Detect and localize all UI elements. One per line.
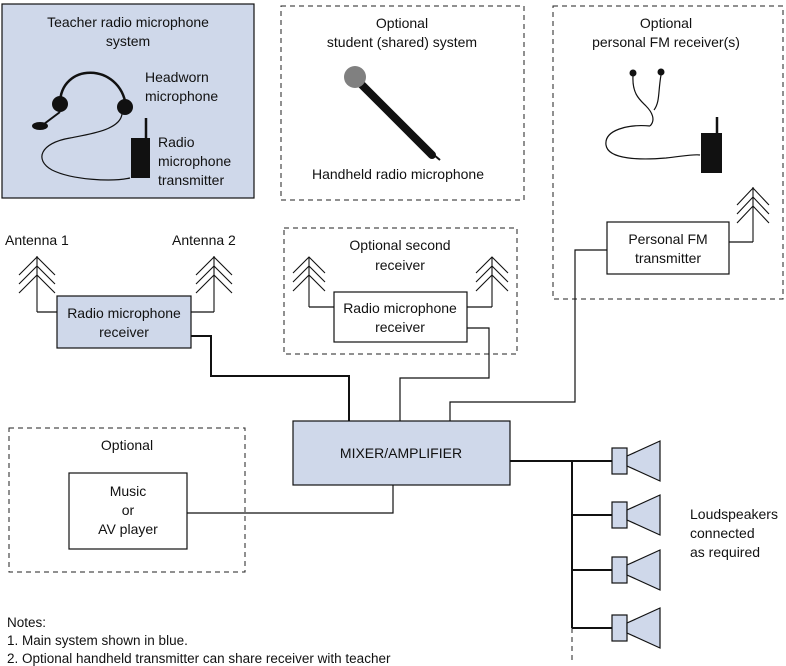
main-radio-receiver-box — [56, 295, 192, 349]
second-receiver-box-label-1: Radio microphone — [343, 300, 457, 316]
personal-fm-transmitter-box — [606, 221, 730, 275]
loudspeakers-label-3: as required — [690, 544, 760, 560]
second-receiver-title-1: Optional second — [349, 237, 450, 253]
note-2: 2. Optional handheld transmitter can sha… — [7, 651, 391, 666]
music-group-title: Optional — [101, 437, 153, 453]
main-receiver-label-2: receiver — [99, 324, 149, 340]
music-label-3: AV player — [98, 521, 158, 537]
note-1: 1. Main system shown in blue. — [7, 633, 188, 648]
music-av-player-box — [68, 472, 188, 550]
headworn-label-1: Headworn — [145, 69, 209, 85]
loudspeaker-bus — [510, 460, 612, 664]
handheld-microphone-icon — [344, 66, 441, 161]
fm-transmitter-label-1: Personal FM — [628, 231, 707, 247]
student-system-title-1: Optional — [376, 15, 428, 31]
fm-transmitter-group: Personal FM transmitter — [606, 221, 730, 275]
second-radio-receiver-box — [333, 291, 468, 343]
mixer-amplifier-label: MIXER/AMPLIFIER — [340, 445, 462, 461]
antenna-2-icon — [191, 256, 233, 313]
second-receiver-group: Optional second receiver Radio microphon… — [283, 227, 518, 355]
second-receiver-box-label-2: receiver — [375, 319, 425, 335]
notes-heading: Notes: — [7, 615, 46, 630]
transmitter-label-1: Radio — [158, 134, 195, 150]
second-antenna-left-icon — [292, 256, 334, 308]
student-system-group: Optional student (shared) system Handhel… — [280, 5, 525, 201]
personal-fm-group: Optional personal FM receiver(s) — [552, 5, 784, 300]
handheld-microphone-caption: Handheld radio microphone — [312, 166, 484, 182]
mixer-amplifier: MIXER/AMPLIFIER — [292, 420, 511, 486]
headworn-label-2: microphone — [145, 88, 218, 104]
headworn-microphone-icon — [32, 71, 133, 181]
loudspeakers-label-1: Loudspeakers — [690, 506, 778, 522]
teacher-system-title-2: system — [106, 33, 150, 49]
teacher-system-title-1: Teacher radio microphone — [47, 14, 209, 30]
loudspeaker-3-icon — [611, 549, 661, 591]
student-system-title-2: student (shared) system — [327, 34, 477, 50]
radio-transmitter-icon — [131, 118, 150, 178]
music-player-group: Optional Music or AV player — [8, 427, 246, 573]
antenna-1-label: Antenna 1 — [5, 232, 69, 248]
antenna-1-icon — [18, 256, 57, 313]
transmitter-label-2: microphone — [158, 153, 231, 169]
fm-transmitter-antenna-icon — [729, 187, 770, 243]
music-label-1: Music — [110, 483, 147, 499]
second-receiver-title-2: receiver — [375, 257, 425, 273]
main-receiver-group: Antenna 1 Antenna 2 Radio microphone rec… — [5, 232, 236, 349]
teacher-system-panel: Teacher radio microphone system Headworn… — [1, 3, 255, 199]
loudspeaker-4-icon — [611, 607, 661, 649]
fm-transmitter-label-2: transmitter — [635, 250, 701, 266]
antenna-2-label: Antenna 2 — [172, 232, 236, 248]
transmitter-label-3: transmitter — [158, 172, 224, 188]
loudspeaker-2-icon — [611, 494, 661, 536]
personal-fm-title-2: personal FM receiver(s) — [592, 34, 740, 50]
connection-wires — [187, 249, 607, 514]
notes: Notes: 1. Main system shown in blue. 2. … — [7, 615, 391, 666]
main-receiver-label-1: Radio microphone — [67, 305, 181, 321]
fm-earphones-icon — [605, 68, 701, 160]
loudspeaker-1-icon — [611, 440, 661, 482]
second-antenna-right-icon — [467, 256, 509, 308]
music-label-2: or — [122, 502, 135, 518]
fm-receiver-icon — [701, 117, 722, 173]
personal-fm-title-1: Optional — [640, 15, 692, 31]
loudspeakers-label-2: connected — [690, 525, 755, 541]
mixer-amplifier-box — [292, 420, 511, 486]
